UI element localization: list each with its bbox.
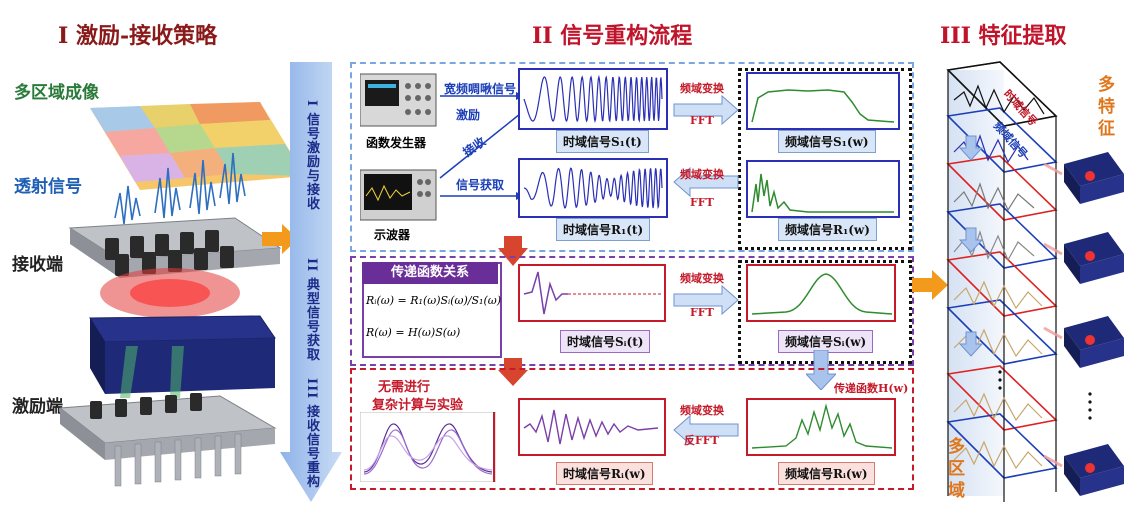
label-exciter-end: 激励端 xyxy=(12,397,63,417)
band-label-3: III 接收信号重构 xyxy=(304,378,319,489)
band-label-1: I 信号激励与接收 xyxy=(304,100,319,211)
label-oscilloscope: 示波器 xyxy=(374,228,411,242)
label-fft-p2: FFT xyxy=(690,306,714,319)
label-multi-feature: 多特征 xyxy=(1098,75,1115,139)
received-wave xyxy=(523,167,663,210)
oscilloscope-device xyxy=(360,169,437,221)
si-freq-plot xyxy=(746,264,896,322)
caption-time-sig-r1: 时域信号R₁(t) xyxy=(556,218,651,241)
tf-equation-2: R(ω) = H(ω)S(ω) xyxy=(366,326,461,339)
freq-s1-curve xyxy=(751,89,895,123)
ri-freq-curve xyxy=(751,403,893,449)
label-chirp: 宽频啁啾信号 xyxy=(444,82,517,96)
label-fft-1: FFT xyxy=(690,114,714,127)
freq-r1-plot xyxy=(746,160,900,218)
panel-typical-signal xyxy=(350,256,914,366)
label-signal-acq: 信号获取 xyxy=(456,178,505,192)
label-receiver-end: 接收端 xyxy=(12,255,63,275)
caption-time-sig-s1: 时域信号S₁(t) xyxy=(556,130,649,153)
si-freq-curve xyxy=(751,273,893,315)
ri-freq-plot xyxy=(746,398,896,456)
caption-freq-sig-ri: 频域信号Rᵢ(w) xyxy=(778,462,875,485)
section-title-1: I 激励-接收策略 xyxy=(58,23,218,49)
label-fd-transform-p3: 频域变换 xyxy=(680,404,724,417)
connector-lines-1 xyxy=(439,92,524,200)
label-tf-h: 传递函数H(w) xyxy=(834,382,909,395)
orange-arrow-2 xyxy=(912,270,948,300)
label-multi-region: 多区域 xyxy=(948,437,965,501)
label-multi-region-imaging: 多区域成像 xyxy=(14,83,99,103)
label-function-generator: 函数发生器 xyxy=(366,136,427,150)
tf-equation-1: Rᵢ(ω) = R₁(ω)Sᵢ(ω)/S₁(ω) xyxy=(366,294,502,307)
si-time-wave xyxy=(523,271,568,315)
red-down-arrow-1 xyxy=(498,236,528,266)
caption-freq-sig-s1: 频域信号S₁(w) xyxy=(778,130,876,153)
band-label-2: II 典型信号获取 xyxy=(304,258,319,362)
orange-arrow-1 xyxy=(262,224,298,254)
ri-time-wave xyxy=(523,409,659,445)
label-complex-calc: 复杂计算与实验 xyxy=(372,398,464,413)
label-ifft: 反FFT xyxy=(684,434,719,447)
section-title-3: III 特征提取 xyxy=(940,23,1067,49)
label-fd-transform-1: 频域变换 xyxy=(680,82,724,95)
heatmap-plane xyxy=(90,102,305,190)
red-down-arrow-2 xyxy=(498,358,528,386)
caption-time-sig-si: 时域信号Sᵢ(t) xyxy=(560,330,651,353)
vertical-band-arrow xyxy=(280,62,342,502)
fft-arrows-1 xyxy=(673,94,739,198)
caption-time-sig-ri: 时域信号Rᵢ(w) xyxy=(556,462,653,485)
label-fd-transform-p2: 频域变换 xyxy=(680,272,724,285)
chirp-wave xyxy=(523,74,663,124)
feature-extraction-stack xyxy=(946,61,1124,502)
freq-dotted-frame xyxy=(738,68,912,250)
blue-down-arrow-tf xyxy=(806,350,836,390)
received-time-plot xyxy=(518,158,668,218)
excitation-receiving-illustration xyxy=(60,102,305,487)
ri-time-plot xyxy=(518,398,666,456)
label-excite: 激励 xyxy=(456,108,481,122)
label-fd-transform-2: 频域变换 xyxy=(680,168,724,181)
transmitted-signal-waves xyxy=(114,152,246,225)
section-title-2: II 信号重构流程 xyxy=(532,23,693,49)
panel-signal-excitation xyxy=(350,62,914,252)
label-transmitted-signal: 透射信号 xyxy=(14,177,82,197)
si-time-plot xyxy=(518,264,666,322)
chirp-time-plot xyxy=(518,68,668,130)
tf-title: 传递函数关系 xyxy=(362,262,498,284)
freq-s1-plot xyxy=(746,72,900,130)
label-no-need: 无需进行 xyxy=(378,380,431,395)
overlay-waveform-chart xyxy=(360,412,496,482)
fft-arrow-2 xyxy=(673,284,739,316)
caption-freq-sig-r1: 频域信号R₁(w) xyxy=(778,218,877,241)
label-fft-2: FFT xyxy=(690,196,714,209)
panel-signal-reconstruction xyxy=(350,368,914,490)
ifft-arrow xyxy=(673,414,739,446)
function-generator-device xyxy=(360,73,437,127)
freq-r1-curve xyxy=(751,173,894,213)
